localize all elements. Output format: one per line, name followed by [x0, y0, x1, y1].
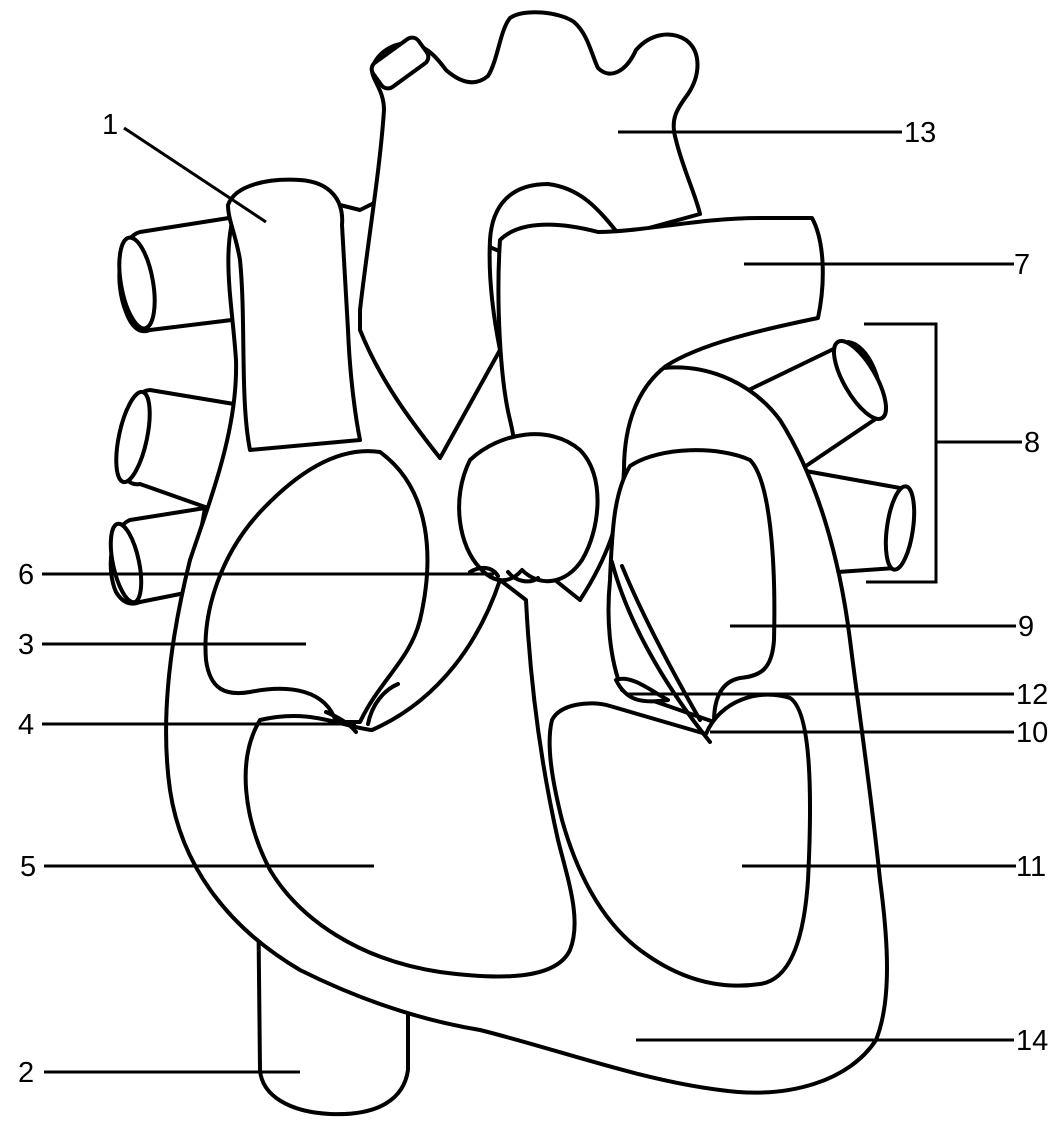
- label-3: 3: [18, 629, 34, 661]
- label-5: 5: [20, 851, 36, 883]
- label-7: 7: [1014, 249, 1030, 281]
- label-4: 4: [18, 709, 34, 741]
- label-10: 10: [1016, 717, 1048, 749]
- leader-1: [124, 128, 266, 222]
- superior-vena-cava: [228, 180, 360, 450]
- label-12: 12: [1016, 679, 1048, 711]
- label-6: 6: [18, 559, 34, 591]
- label-1: 1: [102, 109, 118, 141]
- label-9: 9: [1018, 611, 1034, 643]
- label-11: 11: [1016, 851, 1046, 883]
- pulmonary-valve-oval: [459, 434, 597, 581]
- label-13: 13: [904, 117, 936, 149]
- label-14: 14: [1016, 1025, 1048, 1057]
- label-2: 2: [18, 1057, 34, 1089]
- label-8: 8: [1024, 427, 1040, 459]
